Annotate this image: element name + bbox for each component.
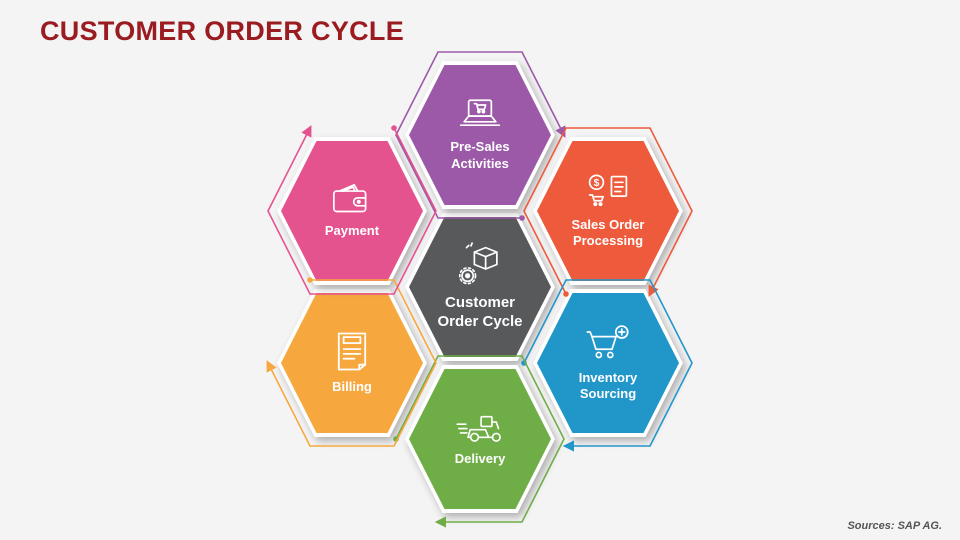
hex-border: Inventory Sourcing	[533, 289, 683, 437]
node-label: Payment	[324, 223, 380, 239]
node-label: Delivery	[454, 450, 506, 466]
center-label: Customer Order Cycle	[437, 294, 523, 330]
package-gear-icon	[454, 242, 506, 287]
hex-billing: Billing	[277, 289, 427, 437]
cart-plus-icon	[585, 324, 631, 363]
dollar-document-icon: $	[585, 173, 631, 210]
hex-delivery: Delivery	[405, 365, 555, 513]
hex-border: Delivery	[405, 365, 555, 513]
dot-delivery	[393, 436, 399, 442]
svg-text:$: $	[594, 178, 600, 189]
hex-border: Billing	[277, 289, 427, 437]
delivery-scooter-icon	[455, 411, 505, 444]
dot-payment	[391, 125, 397, 131]
source-note: Sources: SAP AG.	[847, 520, 942, 532]
node-label: Pre-Sales Activities	[450, 139, 510, 171]
laptop-cart-icon	[457, 98, 503, 132]
hex-inventory-sourcing: Inventory Sourcing	[533, 289, 683, 437]
node-label: Sales Order Processing	[571, 216, 645, 248]
slide-title: CUSTOMER ORDER CYCLE	[40, 16, 405, 46]
hex-sales-order-processing: $ Sales Order Processing	[533, 137, 683, 285]
node-label: Billing	[332, 378, 372, 394]
hex-border: $ Sales Order Processing	[533, 137, 683, 285]
hex-border: Payment	[277, 137, 427, 285]
hex-payment: Payment	[277, 137, 427, 285]
invoice-icon	[334, 331, 370, 372]
wallet-icon	[329, 182, 375, 216]
node-label: Inventory Sourcing	[578, 369, 638, 401]
